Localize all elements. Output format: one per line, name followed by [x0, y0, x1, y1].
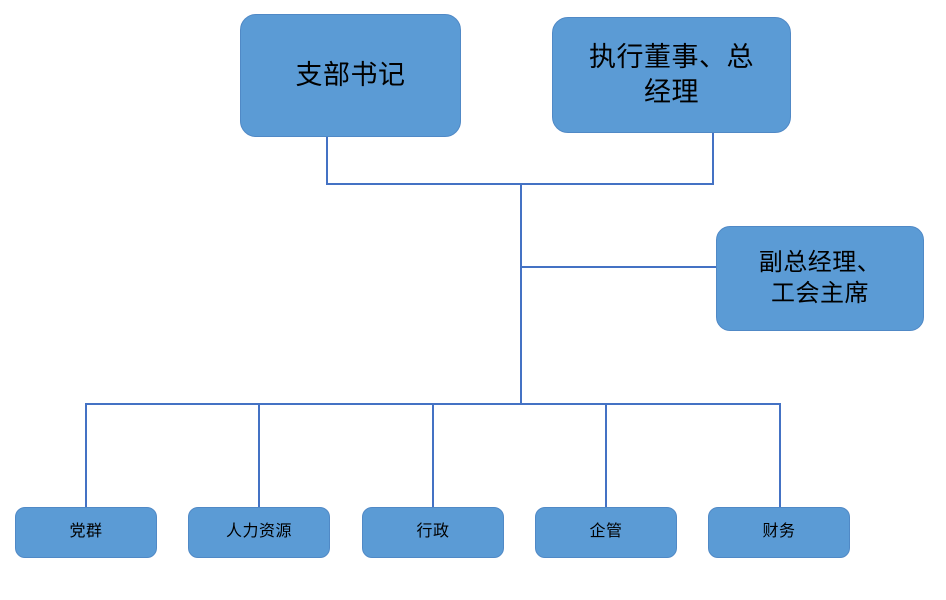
node-department-party-mass[interactable]: 党群	[15, 507, 157, 558]
node-department-human-resources[interactable]: 人力资源	[188, 507, 330, 558]
connector-leaf-drop-5	[779, 403, 781, 508]
node-executive-director-general-manager[interactable]: 执行董事、总 经理	[552, 17, 791, 133]
connector-top-left-drop	[326, 134, 328, 185]
node-deputy-gm-union-chairman[interactable]: 副总经理、 工会主席	[716, 226, 924, 331]
connector-leaf-drop-3	[432, 403, 434, 508]
node-department-enterprise-management[interactable]: 企管	[535, 507, 677, 558]
connector-leaf-drop-2	[258, 403, 260, 508]
connector-top-right-drop	[712, 130, 714, 185]
connector-main-trunk	[520, 183, 522, 405]
node-department-finance[interactable]: 财务	[708, 507, 850, 558]
connector-side-branch	[520, 266, 718, 268]
connector-leaf-drop-1	[85, 403, 87, 508]
node-party-branch-secretary[interactable]: 支部书记	[240, 14, 461, 137]
connector-leaf-drop-4	[605, 403, 607, 508]
node-department-administration[interactable]: 行政	[362, 507, 504, 558]
